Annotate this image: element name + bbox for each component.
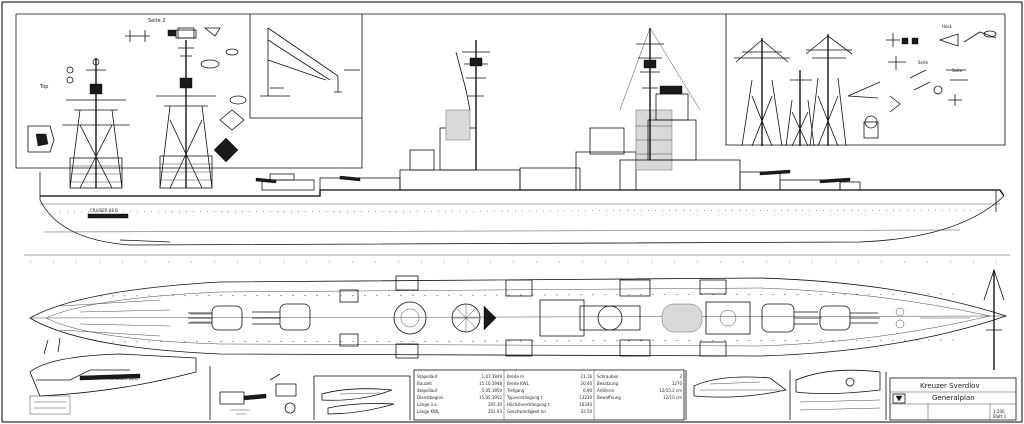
spec-label: Stapellauf bbox=[417, 388, 438, 393]
right-panel-detail-sketches bbox=[847, 30, 997, 139]
spec-value: 13230 bbox=[579, 395, 592, 400]
right-detail-panel-frame bbox=[725, 14, 1006, 146]
spec-label: Typverdrängung t bbox=[506, 395, 543, 400]
spec-value: 32.50 bbox=[581, 409, 593, 414]
right-panel-lattice-mast-3 bbox=[805, 34, 853, 147]
spec-label: Stapellauf bbox=[417, 374, 438, 379]
spec-label: Bauzeit bbox=[417, 381, 432, 386]
spec-value: 5.05.1950 bbox=[482, 388, 503, 393]
spec-value: 6.90 bbox=[583, 388, 592, 393]
bottom-panel-dividers-right bbox=[685, 370, 887, 420]
spec-value: 16340 bbox=[579, 402, 592, 407]
stern-perspective-sketch bbox=[29, 337, 197, 415]
anchor-bow-detail-sketch bbox=[795, 369, 881, 411]
spec-label: Schrauben bbox=[597, 374, 619, 379]
spec-value: 15.05.1952 bbox=[479, 395, 502, 400]
spec-label: Artillerie bbox=[597, 388, 615, 393]
left-detail-panel-frame bbox=[15, 14, 363, 169]
hull-name-tag: CRUISER 68 B bbox=[90, 208, 118, 213]
title-block-sheet: Blatt 1 bbox=[993, 414, 1007, 419]
small-guns-detail-sketch bbox=[219, 373, 297, 415]
spec-label: Länge KWL bbox=[417, 409, 440, 414]
title-block-subtitle: Generalplan bbox=[932, 394, 975, 402]
view-label-heck: Heck bbox=[942, 24, 953, 29]
spec-value: 15.10.1948 bbox=[479, 381, 502, 386]
bottom-panel-dividers bbox=[209, 366, 411, 420]
spec-label: Breite m bbox=[507, 374, 524, 379]
spec-value: 205.30 bbox=[488, 402, 502, 407]
spec-label: Besatzung bbox=[597, 381, 618, 386]
spec-label: Geschwindigkeit kn bbox=[507, 409, 546, 414]
crane-detail-sketch bbox=[260, 27, 360, 97]
spec-value: 12/10 cm bbox=[663, 395, 682, 400]
boat-detail-sketches bbox=[321, 388, 395, 415]
spec-label: Bewaffnung bbox=[597, 395, 621, 400]
spec-value: 1270 bbox=[672, 381, 683, 386]
spec-label: Tiefgang bbox=[506, 388, 525, 393]
right-panel-lattice-mast-1 bbox=[734, 38, 790, 147]
spec-value: 21.16 bbox=[581, 374, 593, 379]
spec-value: 201.93 bbox=[488, 409, 502, 414]
title-block bbox=[889, 377, 1017, 421]
spec-label: Höchstverdrängung t bbox=[507, 402, 550, 407]
spec-label: Breite KWL bbox=[507, 381, 530, 386]
stern-name-tag: CRUISER 68 B bbox=[110, 376, 138, 381]
spec-label: Länge ü.a. bbox=[417, 402, 438, 407]
bow-jack-mast bbox=[983, 268, 1005, 370]
spec-label: Dienstbeginn bbox=[417, 395, 444, 400]
view-label-top: Top bbox=[39, 84, 48, 90]
spec-value: 12/15.2 cm bbox=[659, 388, 682, 393]
right-panel-lattice-mast-2 bbox=[785, 70, 815, 147]
title-block-scale: 1:200 bbox=[993, 409, 1005, 414]
aircraft-catapult-sketch bbox=[693, 376, 787, 398]
plan-view-deck-fittings bbox=[59, 275, 970, 359]
view-label-seite: Seite bbox=[918, 60, 929, 65]
spec-table bbox=[413, 369, 685, 421]
foremast-front-view bbox=[62, 58, 130, 189]
side-elevation-superstructure bbox=[255, 27, 997, 212]
spec-value: 20.40 bbox=[581, 381, 593, 386]
title-block-title: Kreuzer Sverdlov bbox=[920, 382, 980, 390]
spec-value: 2 bbox=[679, 374, 682, 379]
crane-panel-frame bbox=[249, 14, 362, 119]
view-label-seite-2: Seite 2 bbox=[148, 18, 165, 24]
view-label-seite-right: Seite bbox=[952, 68, 963, 73]
radar-detail-sketches bbox=[27, 27, 247, 163]
spec-value: 1.07.1949 bbox=[482, 374, 503, 379]
